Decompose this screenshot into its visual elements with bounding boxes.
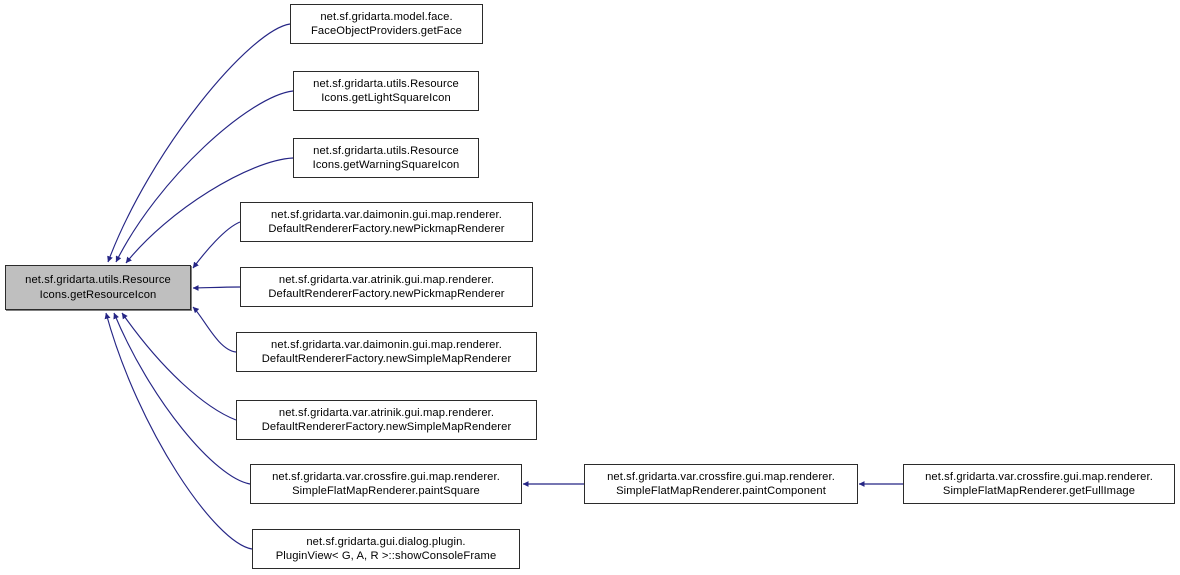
graph-node-paint-square[interactable]: net.sf.gridarta.var.crossfire.gui.map.re… [250,464,522,504]
graph-edge-daimonin-new-simple-map-renderer-to-current [192,306,237,353]
graph-node-label: net.sf.gridarta.var.daimonin.gui.map.ren… [261,338,512,365]
graph-edge-daimonin-new-pickmap-renderer-to-current [192,221,241,269]
graph-node-label: net.sf.gridarta.var.daimonin.gui.map.ren… [268,208,505,235]
graph-node-get-light-square-icon[interactable]: net.sf.gridarta.utils.Resource Icons.get… [293,71,479,111]
graph-node-atrinik-new-pickmap-renderer[interactable]: net.sf.gridarta.var.atrinik.gui.map.rend… [240,267,533,307]
graph-node-get-face[interactable]: net.sf.gridarta.model.face. FaceObjectPr… [290,4,483,44]
graph-node-label: net.sf.gridarta.var.atrinik.gui.map.rend… [261,406,512,433]
graph-node-daimonin-new-simple-map-renderer[interactable]: net.sf.gridarta.var.daimonin.gui.map.ren… [236,332,537,372]
graph-node-current[interactable]: net.sf.gridarta.utils.Resource Icons.get… [5,265,191,310]
graph-node-label: net.sf.gridarta.var.atrinik.gui.map.rend… [268,273,505,300]
graph-node-daimonin-new-pickmap-renderer[interactable]: net.sf.gridarta.var.daimonin.gui.map.ren… [240,202,533,242]
graph-node-show-console-frame[interactable]: net.sf.gridarta.gui.dialog.plugin. Plugi… [252,529,520,569]
graph-node-label: net.sf.gridarta.utils.Resource Icons.get… [25,274,171,301]
graph-edge-paint-square-to-current [113,312,251,485]
graph-node-label: net.sf.gridarta.var.crossfire.gui.map.re… [272,470,500,497]
graph-node-label: net.sf.gridarta.utils.Resource Icons.get… [312,144,460,171]
graph-node-paint-component[interactable]: net.sf.gridarta.var.crossfire.gui.map.re… [584,464,858,504]
graph-node-get-full-image[interactable]: net.sf.gridarta.var.crossfire.gui.map.re… [903,464,1175,504]
graph-node-atrinik-new-simple-map-renderer[interactable]: net.sf.gridarta.var.atrinik.gui.map.rend… [236,400,537,440]
graph-node-label: net.sf.gridarta.var.crossfire.gui.map.re… [607,470,835,497]
graph-node-label: net.sf.gridarta.var.crossfire.gui.map.re… [925,470,1153,497]
graph-node-label: net.sf.gridarta.gui.dialog.plugin. Plugi… [275,535,497,562]
graph-node-label: net.sf.gridarta.utils.Resource Icons.get… [313,77,459,104]
graph-node-get-warning-square-icon[interactable]: net.sf.gridarta.utils.Resource Icons.get… [293,138,479,178]
graph-edge-atrinik-new-simple-map-renderer-to-current [121,312,237,421]
graph-edge-atrinik-new-pickmap-renderer-to-current [192,285,241,291]
graph-edge-show-console-frame-to-current [104,312,253,550]
graph-node-label: net.sf.gridarta.model.face. FaceObjectPr… [310,10,462,37]
